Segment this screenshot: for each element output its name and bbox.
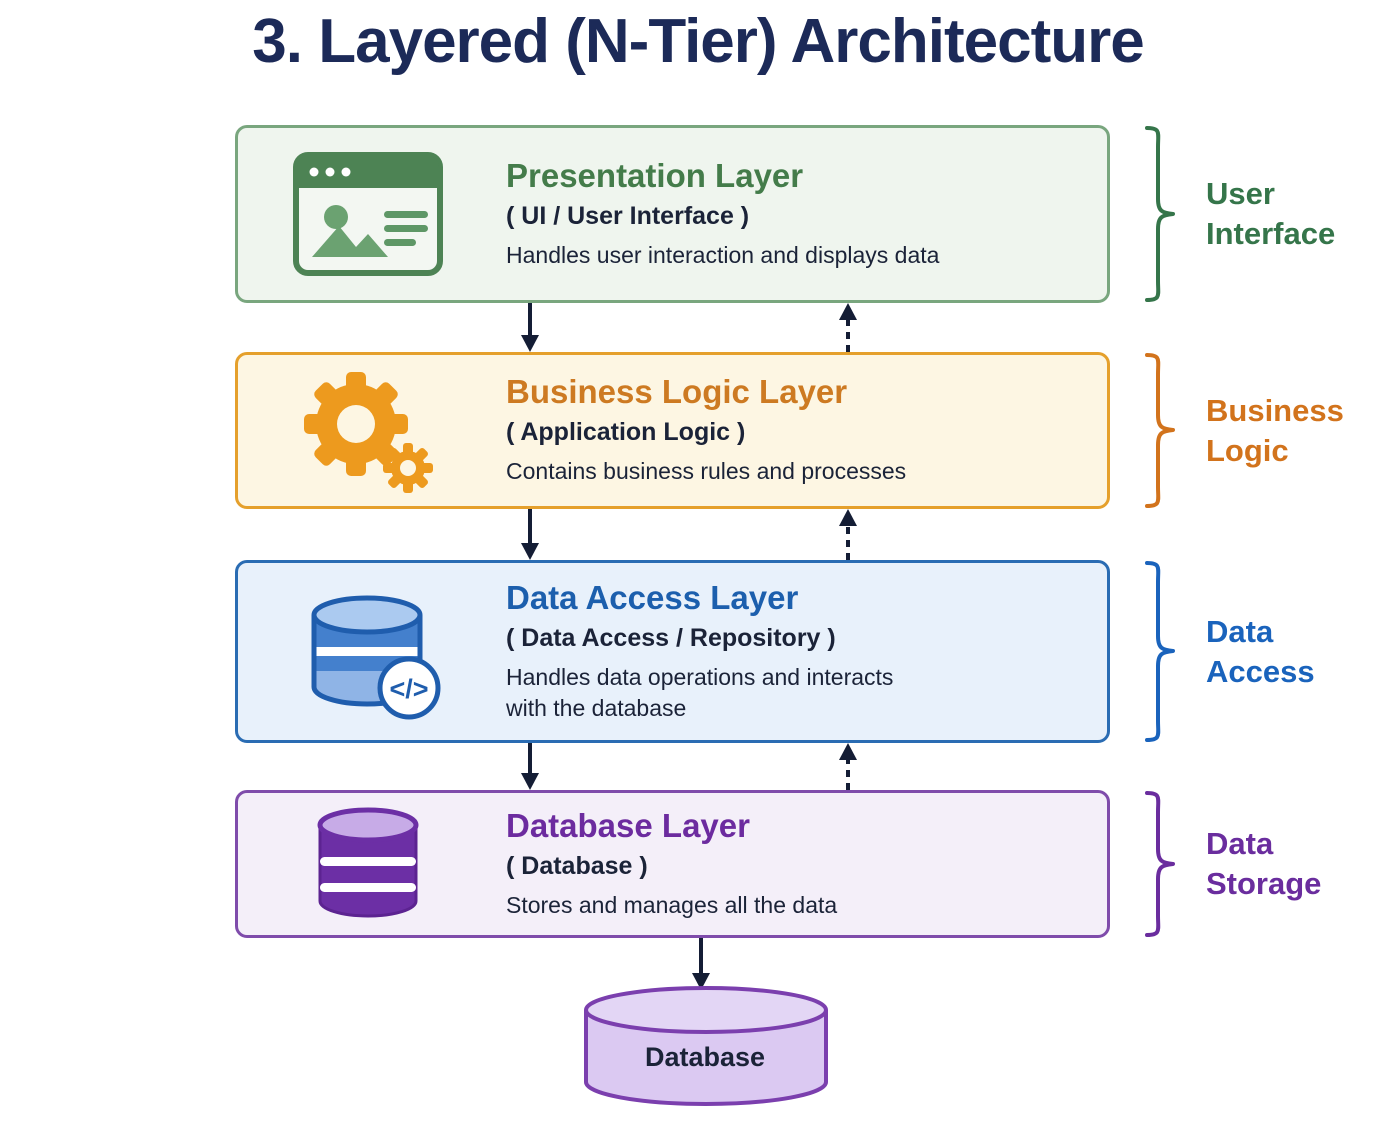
browser-window-icon (288, 151, 448, 277)
data-access-layer-box: </> Data Access Layer ( Data Access / Re… (235, 560, 1110, 743)
layer-description: Handles user interaction and displays da… (506, 241, 940, 268)
side-label-user-interface: User Interface (1206, 176, 1336, 251)
gears-icon (288, 368, 448, 493)
presentation-layer-box: Presentation Layer ( UI / User Interface… (235, 125, 1110, 303)
brace-data-access (1145, 561, 1175, 742)
business-logic-layer-box: Business Logic Layer ( Application Logic… (235, 352, 1110, 509)
layer-title: Data Access Layer (506, 578, 799, 616)
layer-title: Presentation Layer (506, 156, 804, 194)
down-arrow (521, 509, 539, 560)
brace-user-interface (1145, 126, 1175, 302)
layer-subtitle: ( Database ) (506, 851, 648, 880)
dashed-up-arrow (839, 509, 857, 560)
brace-data-storage (1145, 791, 1175, 937)
down-arrow (521, 303, 539, 352)
dashed-up-arrow (839, 303, 857, 352)
database-code-icon: </> (288, 581, 448, 723)
database-layer-box: Database Layer ( Database ) Stores and m… (235, 790, 1110, 938)
page-title: 3. Layered (N-Tier) Architecture (252, 7, 1144, 76)
layer-subtitle: ( Application Logic ) (506, 418, 746, 447)
layer-description: Stores and manages all the data (506, 891, 838, 918)
layer-subtitle: ( UI / User Interface ) (506, 201, 750, 230)
database-cylinder (584, 986, 828, 1106)
layer-title: Business Logic Layer (506, 373, 848, 411)
layer-subtitle: ( Data Access / Repository ) (506, 623, 836, 652)
down-arrow (692, 938, 710, 990)
code-badge-text: </> (389, 674, 428, 704)
layer-description: Contains business rules and processes (506, 458, 907, 485)
down-arrow (521, 743, 539, 790)
database-icon (288, 801, 448, 927)
database-node-label: Database (644, 1042, 766, 1072)
brace-business-logic (1145, 353, 1175, 508)
side-label-data-access: Data Access (1206, 613, 1315, 689)
side-label-business-logic: Business Logic (1206, 392, 1344, 468)
layer-title: Database Layer (506, 806, 750, 844)
dashed-up-arrow (839, 743, 857, 790)
layer-description: Handles data operations and interacts wi… (506, 663, 894, 721)
side-label-data-storage: Data Storage (1206, 826, 1322, 901)
